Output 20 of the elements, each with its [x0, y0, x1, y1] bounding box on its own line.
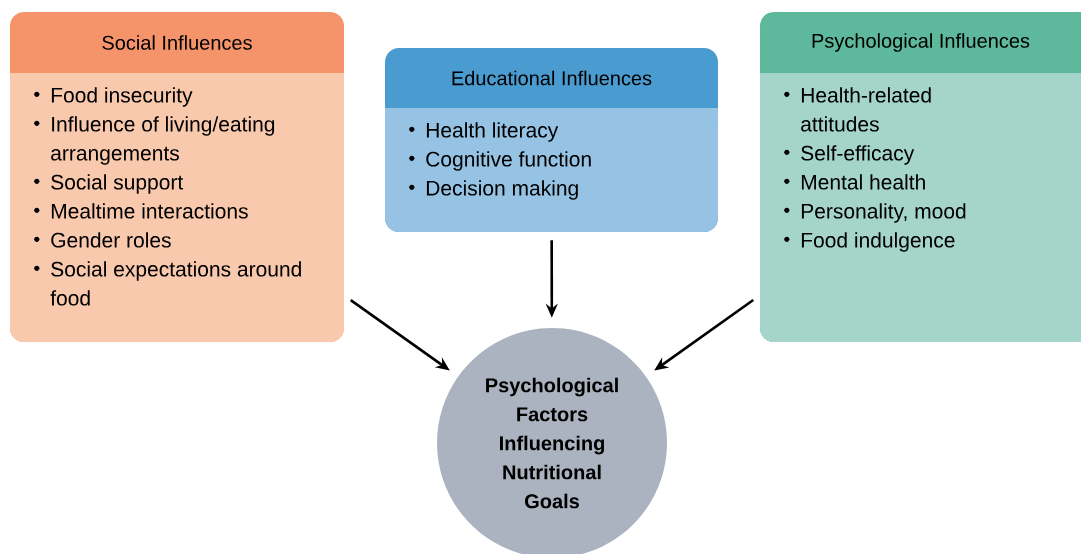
node-label: Health-related attitudes	[801, 87, 931, 132]
node-label: Influence of living/eating arrangements	[51, 116, 275, 165]
bullet-list: Food insecurity Influence of living/eating arrangements Social support Mealtime interactions Gender roles Social expectations around food	[34, 87, 301, 306]
node-label: Food indulgence	[801, 232, 955, 252]
node-label: Self-efficacy	[801, 145, 915, 165]
node-label: Food insecurity	[51, 87, 193, 107]
card-heading: Social Influences	[102, 35, 252, 50]
influence-card	[10, 12, 344, 342]
node-label: Mealtime interactions	[51, 203, 248, 219]
bullet-list: Health literacy Cognitive function Decision making	[409, 122, 591, 200]
influence-card	[760, 12, 1081, 342]
influence-card	[385, 48, 718, 232]
node-label: Social expectations around food	[50, 261, 301, 306]
node-label: Gender roles	[51, 232, 171, 248]
node-label: Mental health	[801, 174, 925, 190]
card-heading: Psychological Influences	[812, 33, 1030, 52]
node-label: Social support	[51, 174, 184, 194]
card-heading: Educational Influences	[452, 70, 652, 86]
node-label: Personality, mood	[801, 203, 966, 223]
bullet-list: Health-related attitudes Self-efficacy Mental health Personality, mood Food indulgence	[784, 87, 966, 252]
